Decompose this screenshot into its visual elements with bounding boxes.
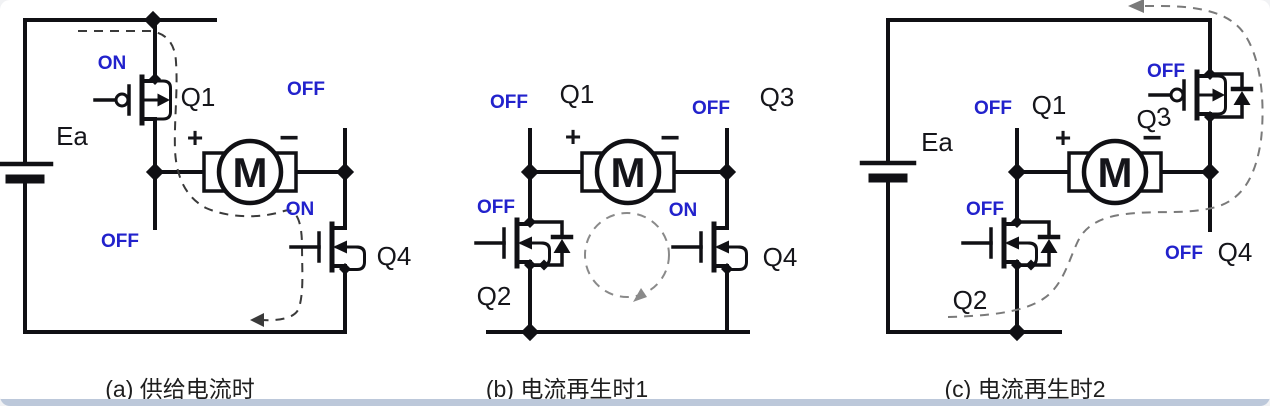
q3-state-label-c: OFF <box>1147 61 1185 82</box>
q4-label-c: Q4 <box>1218 237 1253 267</box>
q3-state-label-a: OFF <box>287 79 325 100</box>
q1-label-b: Q1 <box>560 79 595 109</box>
current-path-c <box>947 5 1264 318</box>
q4-label-a: Q4 <box>377 241 412 271</box>
junction-dot <box>520 162 540 182</box>
junction-dot <box>145 162 165 182</box>
current-arrow-c-icon <box>1128 0 1144 13</box>
q1-state-label-a: ON <box>98 53 127 74</box>
motor-label-a: M <box>233 149 268 196</box>
battery-icon-a <box>0 164 51 179</box>
q1-label-c: Q1 <box>1032 90 1067 120</box>
battery-icon-c <box>862 163 914 178</box>
panel-b: M OFF Q1 OFF Q3 + − OFF ON Q2 Q4 (b) 电流再… <box>476 79 797 402</box>
motor-plus-label-b: + <box>565 121 581 152</box>
mosfet-q4-b-icon <box>673 212 747 282</box>
q1-state-label-c: OFF <box>974 98 1012 119</box>
motor-minus-label-c: − <box>1142 119 1162 157</box>
q4-label-b: Q4 <box>763 242 798 272</box>
q1-state-label-b: OFF <box>490 92 528 113</box>
current-path-a <box>78 30 304 322</box>
bottom-edge-bar <box>0 399 1270 406</box>
caption-c: (c) 电流再生时2 <box>945 376 1106 402</box>
battery-label-c: Ea <box>921 127 953 157</box>
q2-state-label-a: OFF <box>101 231 139 252</box>
motor-label-c: M <box>1098 149 1133 196</box>
q3-label-c: Q3 <box>1134 101 1173 136</box>
current-loop-b <box>584 212 670 298</box>
q2-state-label-b: OFF <box>477 197 515 218</box>
mosfet-q2-b-icon <box>476 208 571 278</box>
motor-plus-label-a: + <box>187 122 203 153</box>
motor-plus-label-c: + <box>1055 122 1071 153</box>
junction-dot <box>520 322 540 342</box>
caption-a: (a) 供给电流时 <box>105 376 255 402</box>
junction-dot <box>335 162 355 182</box>
junction-dot <box>1007 322 1027 342</box>
q2-state-label-c: OFF <box>966 199 1004 220</box>
q4-state-label-c: OFF <box>1165 243 1203 264</box>
motor-minus-label-a: − <box>279 119 299 157</box>
junction-dot <box>143 10 163 30</box>
current-arrow-b-icon <box>633 288 647 302</box>
q2-label-b: Q2 <box>477 281 512 311</box>
junction-dot <box>1200 162 1220 182</box>
panel-a: M ON Q1 OFF Ea + − OFF ON Q4 (a) 供给电流时 <box>0 10 412 402</box>
current-arrow-a-icon <box>250 313 264 327</box>
q4-state-label-b: ON <box>669 200 698 221</box>
q2-label-c: Q2 <box>953 285 988 315</box>
q3-state-label-b: OFF <box>692 98 730 119</box>
junction-dot <box>1007 162 1027 182</box>
q3-label-b: Q3 <box>760 82 795 112</box>
panel-c: M Ea OFF Q1 + − OFF Q3 OFF Q2 OFF Q4 (c)… <box>862 0 1264 402</box>
q1-label-a: Q1 <box>181 82 216 112</box>
battery-label-a: Ea <box>56 121 88 151</box>
junction-dot <box>717 162 737 182</box>
motor-label-b: M <box>611 149 646 196</box>
motor-minus-label-b: − <box>660 119 680 157</box>
q4-state-label-a: ON <box>286 199 315 220</box>
mosfet-q1-a-icon <box>95 65 171 135</box>
caption-b: (b) 电流再生时1 <box>486 376 648 402</box>
